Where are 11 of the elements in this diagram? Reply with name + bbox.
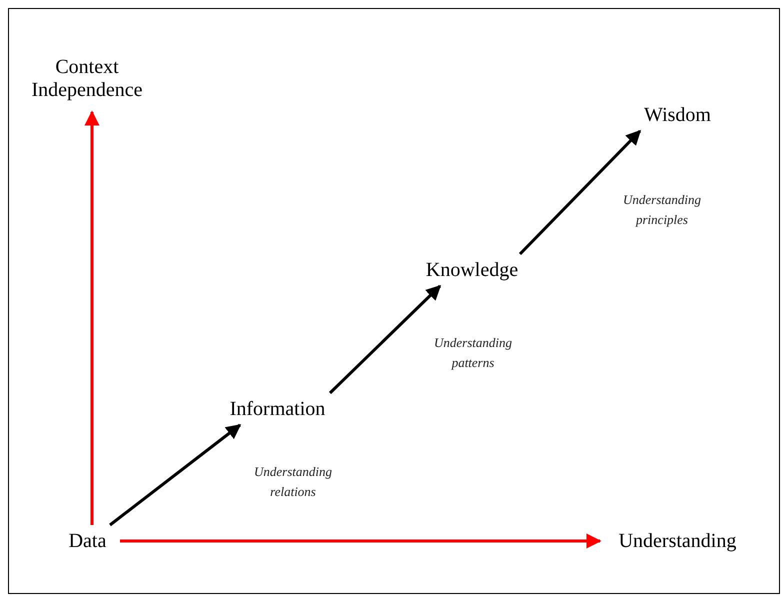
node-label: Wisdom — [630, 99, 725, 131]
node-label: Understanding — [600, 525, 755, 557]
arrow — [84, 110, 100, 525]
node-label: Data — [55, 525, 120, 557]
arrow — [518, 130, 642, 256]
arrow — [328, 284, 442, 394]
arrow — [120, 534, 602, 548]
node-label: Information — [215, 393, 340, 425]
node-label: Knowledge — [412, 254, 532, 286]
node-label: Context Independence — [12, 46, 162, 112]
arrow — [109, 424, 242, 526]
